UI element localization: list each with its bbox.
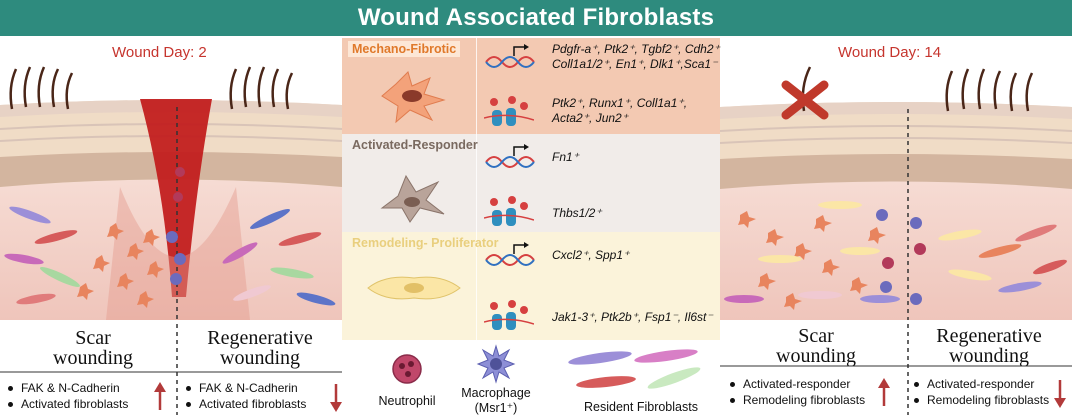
- scar-remodeling-fibroblasts: [724, 201, 900, 303]
- neutrophil-legend-icon: [392, 354, 422, 384]
- activated-responder-section: Activated-Responder Fn1⁺ Thbs1/2⁺: [342, 134, 720, 232]
- dna-icon: [485, 144, 535, 168]
- right-scar-label: Scar wounding: [776, 325, 856, 367]
- neutrophil-icon: [173, 192, 183, 202]
- neutrophil-label: Neutrophil: [378, 394, 436, 408]
- dna-icon: [485, 44, 535, 68]
- activated-fibroblasts: [77, 223, 164, 308]
- wound-day2-illustration: [0, 66, 342, 320]
- right-scar-bullets: Activated-responder Remodeling fibroblas…: [730, 376, 865, 408]
- wound-day-14-label: Wound Day: 14: [838, 44, 942, 61]
- right-regen-down-arrow-icon: [1054, 380, 1066, 408]
- remodeling-cell-icon: [367, 276, 461, 300]
- left-regen-down-arrow-icon: [330, 384, 342, 412]
- activated-dna-genes: Fn1⁺: [552, 150, 580, 164]
- mechano-dna-genes: Pdgfr-a⁺, Ptk2⁺, Tgbf2⁺, Cdh2⁺ Coll1a1/2…: [552, 42, 720, 71]
- left-bottom-lines: [0, 324, 342, 415]
- mechano-fibrotic-title: Mechano-Fibrotic: [348, 41, 461, 57]
- regen-fibroblasts: [938, 224, 1067, 293]
- mechano-protein-genes: Ptk2⁺, Runx1⁺, Coll1a1⁺, Acta2⁺, Jun2⁺: [552, 96, 688, 125]
- macrophage-label: Macrophage (Msr1⁺): [461, 386, 531, 415]
- macrophage-icon: [876, 209, 888, 221]
- macrophage-icon: [910, 293, 922, 305]
- fibroblast-subtypes-panel: Mechano-Fibrotic Pdgfr-a⁺, Ptk2⁺, Tgbf2⁺…: [342, 38, 720, 340]
- protein-icon: [484, 96, 534, 126]
- macrophage-icon: [174, 253, 186, 265]
- protein-icon: [484, 196, 534, 226]
- regen-hairs: [945, 68, 1034, 112]
- macrophage-icon: [880, 281, 892, 293]
- protein-icon: [484, 300, 534, 330]
- remodeling-protein-genes: Jak1-3⁺, Ptk2b⁺, Fsp1⁻, Il6st⁻: [552, 310, 713, 324]
- right-regen-bullets: Activated-responder Remodeling fibroblas…: [914, 376, 1049, 408]
- remodeling-proliferator-title: Remodeling- Proliferator: [352, 236, 499, 250]
- hair-right: [229, 66, 294, 110]
- scar-activated-fibroblasts: [738, 211, 886, 310]
- neutrophil-icon: [175, 167, 185, 177]
- scar-hair: [801, 66, 812, 112]
- resident-fibroblasts-label: Resident Fibroblasts: [584, 400, 698, 414]
- no-hair-x-icon: [781, 80, 829, 120]
- macrophage-icon: [166, 231, 178, 243]
- resident-fibroblasts-legend-icon: [568, 349, 701, 389]
- remodeling-proliferator-section: Remodeling- Proliferator Cxcl2⁺, Spp1⁺ J…: [342, 232, 720, 340]
- left-regen-bullets: FAK & N-Cadherin Activated fibroblasts: [186, 380, 306, 412]
- left-regen-label: Regenerative wounding: [207, 327, 313, 369]
- right-scar-up-arrow-icon: [878, 378, 890, 406]
- activated-responder-title: Activated-Responder: [352, 138, 478, 152]
- hair-left: [9, 66, 74, 110]
- right-regen-label: Regenerative wounding: [936, 325, 1042, 367]
- macrophage-icon: [170, 273, 182, 285]
- resident-fibroblasts-left: [4, 206, 336, 306]
- remodeling-dna-genes: Cxcl2⁺, Spp1⁺: [552, 248, 630, 262]
- macrophage-legend-icon: [476, 344, 516, 384]
- left-scar-up-arrow-icon: [154, 382, 166, 410]
- activated-responder-cell-icon: [380, 174, 445, 223]
- title-bar: Wound Associated Fibroblasts: [0, 0, 1072, 36]
- neutrophil-icon: [882, 257, 894, 269]
- activated-protein-genes: Thbs1/2⁺: [552, 206, 602, 220]
- macrophage-icon: [910, 217, 922, 229]
- left-scar-label: Scar wounding: [53, 327, 133, 369]
- left-scar-bullets: FAK & N-Cadherin Activated fibroblasts: [8, 380, 128, 412]
- figure-title: Wound Associated Fibroblasts: [357, 4, 715, 31]
- wound-day-2-label: Wound Day: 2: [112, 44, 207, 61]
- neutrophil-icon: [914, 243, 926, 255]
- mechano-fibrotic-section: Mechano-Fibrotic Pdgfr-a⁺, Ptk2⁺, Tgbf2⁺…: [342, 38, 720, 134]
- mechano-fibroblast-cell-icon: [381, 71, 446, 124]
- right-bottom-lines: [720, 324, 1072, 415]
- right-wound-scene: [720, 37, 1072, 320]
- dna-icon: [485, 242, 535, 266]
- left-wound-scene: [0, 37, 342, 320]
- wound-day14-illustration: [720, 66, 1072, 320]
